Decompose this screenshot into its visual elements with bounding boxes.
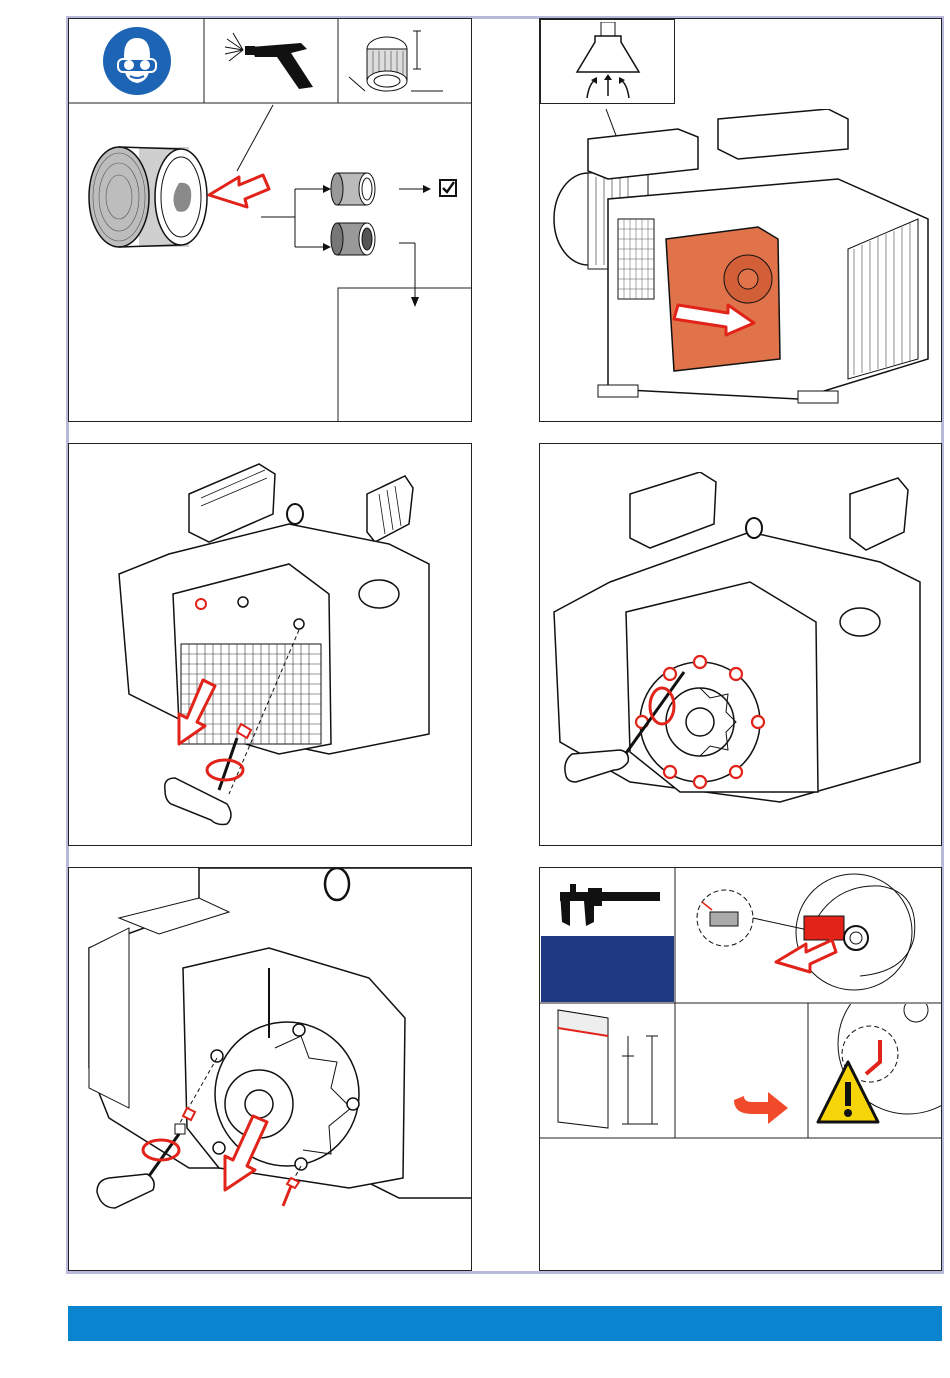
panel-remove-rotor-housing	[68, 867, 472, 1271]
footer-blue-bar	[68, 1306, 942, 1341]
next-step-arrow-icon	[732, 1088, 792, 1128]
checkbox-ok-icon	[439, 179, 457, 197]
pump-housing-illustration	[548, 109, 940, 419]
panel-vane-measurement	[539, 867, 942, 1271]
safety-goggles-icon	[102, 26, 172, 96]
bolt-highlight-icon	[277, 1176, 301, 1210]
socket-key-icon	[163, 720, 283, 830]
panel-filter-cleaning	[68, 18, 472, 422]
filter-cartridge-dimension-icon	[347, 25, 467, 99]
warning-triangle-icon	[810, 1004, 942, 1136]
socket-key-icon	[564, 666, 694, 786]
rotor-housing-removal-arrow-icon	[213, 1112, 277, 1196]
extraction-hood-icon	[569, 22, 647, 100]
socket-key-icon	[95, 1104, 205, 1214]
air-blow-gun-icon	[221, 29, 321, 95]
panel-loosen-bolts	[539, 443, 942, 846]
vane-detail-icon	[680, 872, 940, 1000]
filter-cleaning-diagram	[69, 103, 472, 422]
caliper-icon	[552, 882, 664, 932]
dark-blue-box	[541, 936, 674, 1002]
extraction-hood-cell	[540, 19, 675, 104]
panel-housing-extraction	[539, 18, 942, 422]
vane-wear-dimension-icon	[552, 1008, 670, 1134]
panel-remove-cover	[68, 443, 472, 846]
